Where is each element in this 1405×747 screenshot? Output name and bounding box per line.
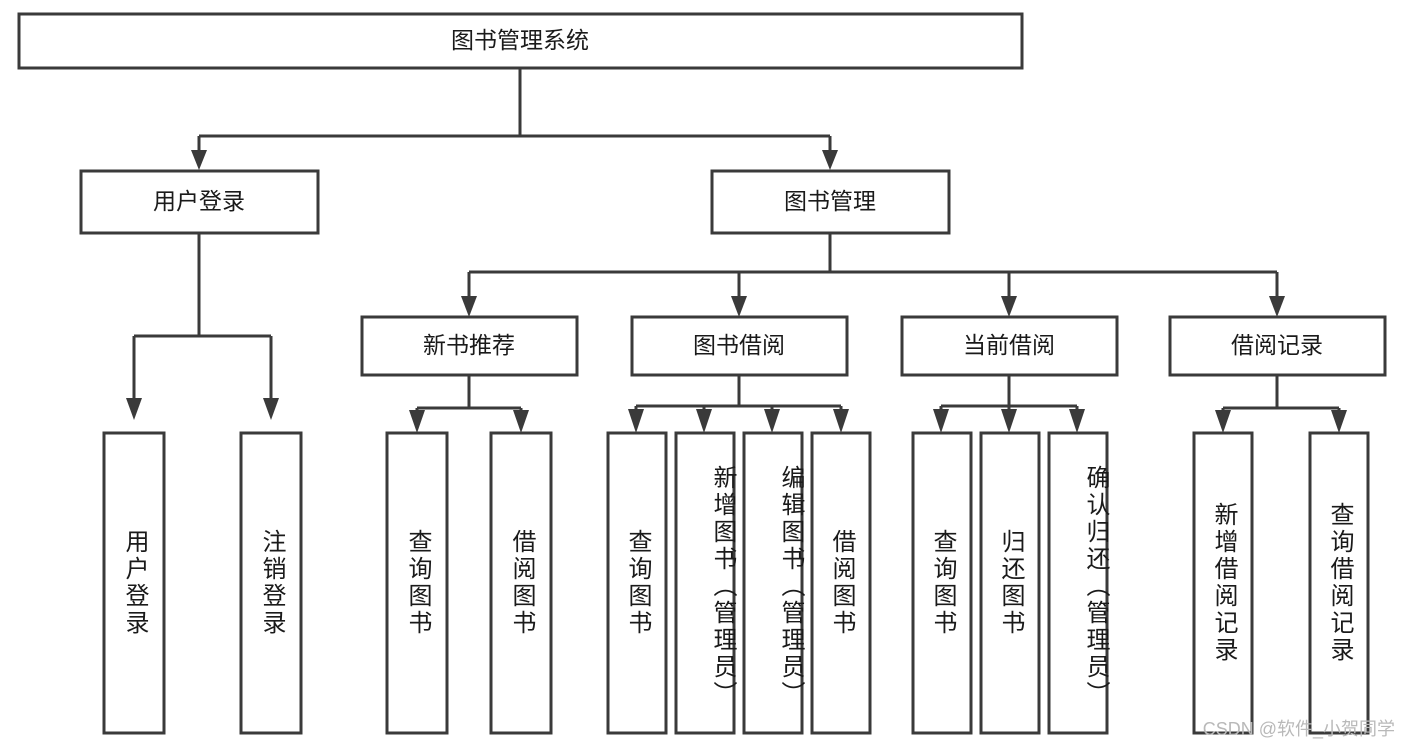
leaf-box-nb-borrow-book[interactable] — [489, 431, 553, 735]
node-book-mgmt-label: 图书管理 — [784, 188, 876, 214]
node-user-login-label: 用户登录 — [153, 188, 245, 214]
arrow-icon-book-borrow — [731, 296, 747, 317]
node-borrow-record-box[interactable] — [1168, 315, 1387, 377]
arrow-icon-bb-leaf-3 — [764, 409, 780, 433]
arrow-icon-book-mgmt — [822, 150, 838, 170]
nodes-layer: 图书管理系统 用户登录 图书管理 新书推荐 图书借阅 当前借阅 借阅记录 — [17, 12, 1387, 735]
leaf-box-bb-add-book[interactable] — [674, 431, 736, 735]
arrow-icon-cb-leaf-1 — [933, 409, 949, 433]
connectors-layer — [126, 68, 1347, 433]
arrow-icon-br-leaf-2 — [1331, 410, 1347, 433]
arrow-icon-cb-leaf-2 — [1001, 409, 1017, 433]
node-current-borrow-box[interactable] — [900, 315, 1119, 377]
node-root-box[interactable] — [17, 12, 1024, 70]
leaf-box-cb-query-book[interactable] — [911, 431, 973, 735]
node-borrow-record-label: 借阅记录 — [1231, 332, 1323, 358]
arrow-icon-br-leaf-1 — [1215, 410, 1231, 433]
leaf-box-bb-borrow-book[interactable] — [810, 431, 872, 735]
node-new-book-label: 新书推荐 — [423, 332, 515, 358]
leaf-box-nb-query-book[interactable] — [385, 431, 449, 735]
arrow-icon-leaf-logout — [263, 398, 279, 420]
arrow-icon-new-book — [461, 296, 477, 317]
node-book-borrow-label: 图书借阅 — [693, 332, 785, 358]
leaf-box-user-login[interactable] — [102, 431, 166, 735]
arrow-icon-borrow-record — [1269, 296, 1285, 317]
node-root-label: 图书管理系统 — [451, 27, 589, 53]
arrow-icon-bb-leaf-1 — [628, 409, 644, 433]
leaf-box-br-add-record[interactable] — [1192, 431, 1254, 735]
csdn-watermark: CSDN @软件_小贺同学 — [1202, 719, 1395, 739]
leaf-box-cb-confirm-return[interactable] — [1047, 431, 1109, 735]
node-new-book-box[interactable] — [360, 315, 579, 377]
leaf-box-logout[interactable] — [239, 431, 303, 735]
node-book-borrow-box[interactable] — [630, 315, 849, 377]
leaf-box-bb-edit-book[interactable] — [742, 431, 804, 735]
node-user-login-box[interactable] — [79, 169, 320, 235]
arrow-icon-nb-leaf-1 — [409, 410, 425, 433]
node-current-borrow-label: 当前借阅 — [963, 332, 1055, 358]
arrow-icon-leaf-user-login — [126, 398, 142, 420]
arrow-icon-nb-leaf-2 — [513, 410, 529, 433]
node-book-mgmt-box[interactable] — [710, 169, 951, 235]
arrow-icon-current-borrow — [1001, 296, 1017, 317]
arrow-icon-bb-leaf-4 — [833, 409, 849, 433]
leaf-box-bb-query-book[interactable] — [606, 431, 668, 735]
arrow-icon-user-login — [191, 150, 207, 170]
arrow-icon-bb-leaf-2 — [696, 409, 712, 433]
leaf-box-br-query-record[interactable] — [1308, 431, 1370, 735]
leaf-box-cb-return-book[interactable] — [979, 431, 1041, 735]
arrow-icon-cb-leaf-3 — [1069, 409, 1085, 433]
